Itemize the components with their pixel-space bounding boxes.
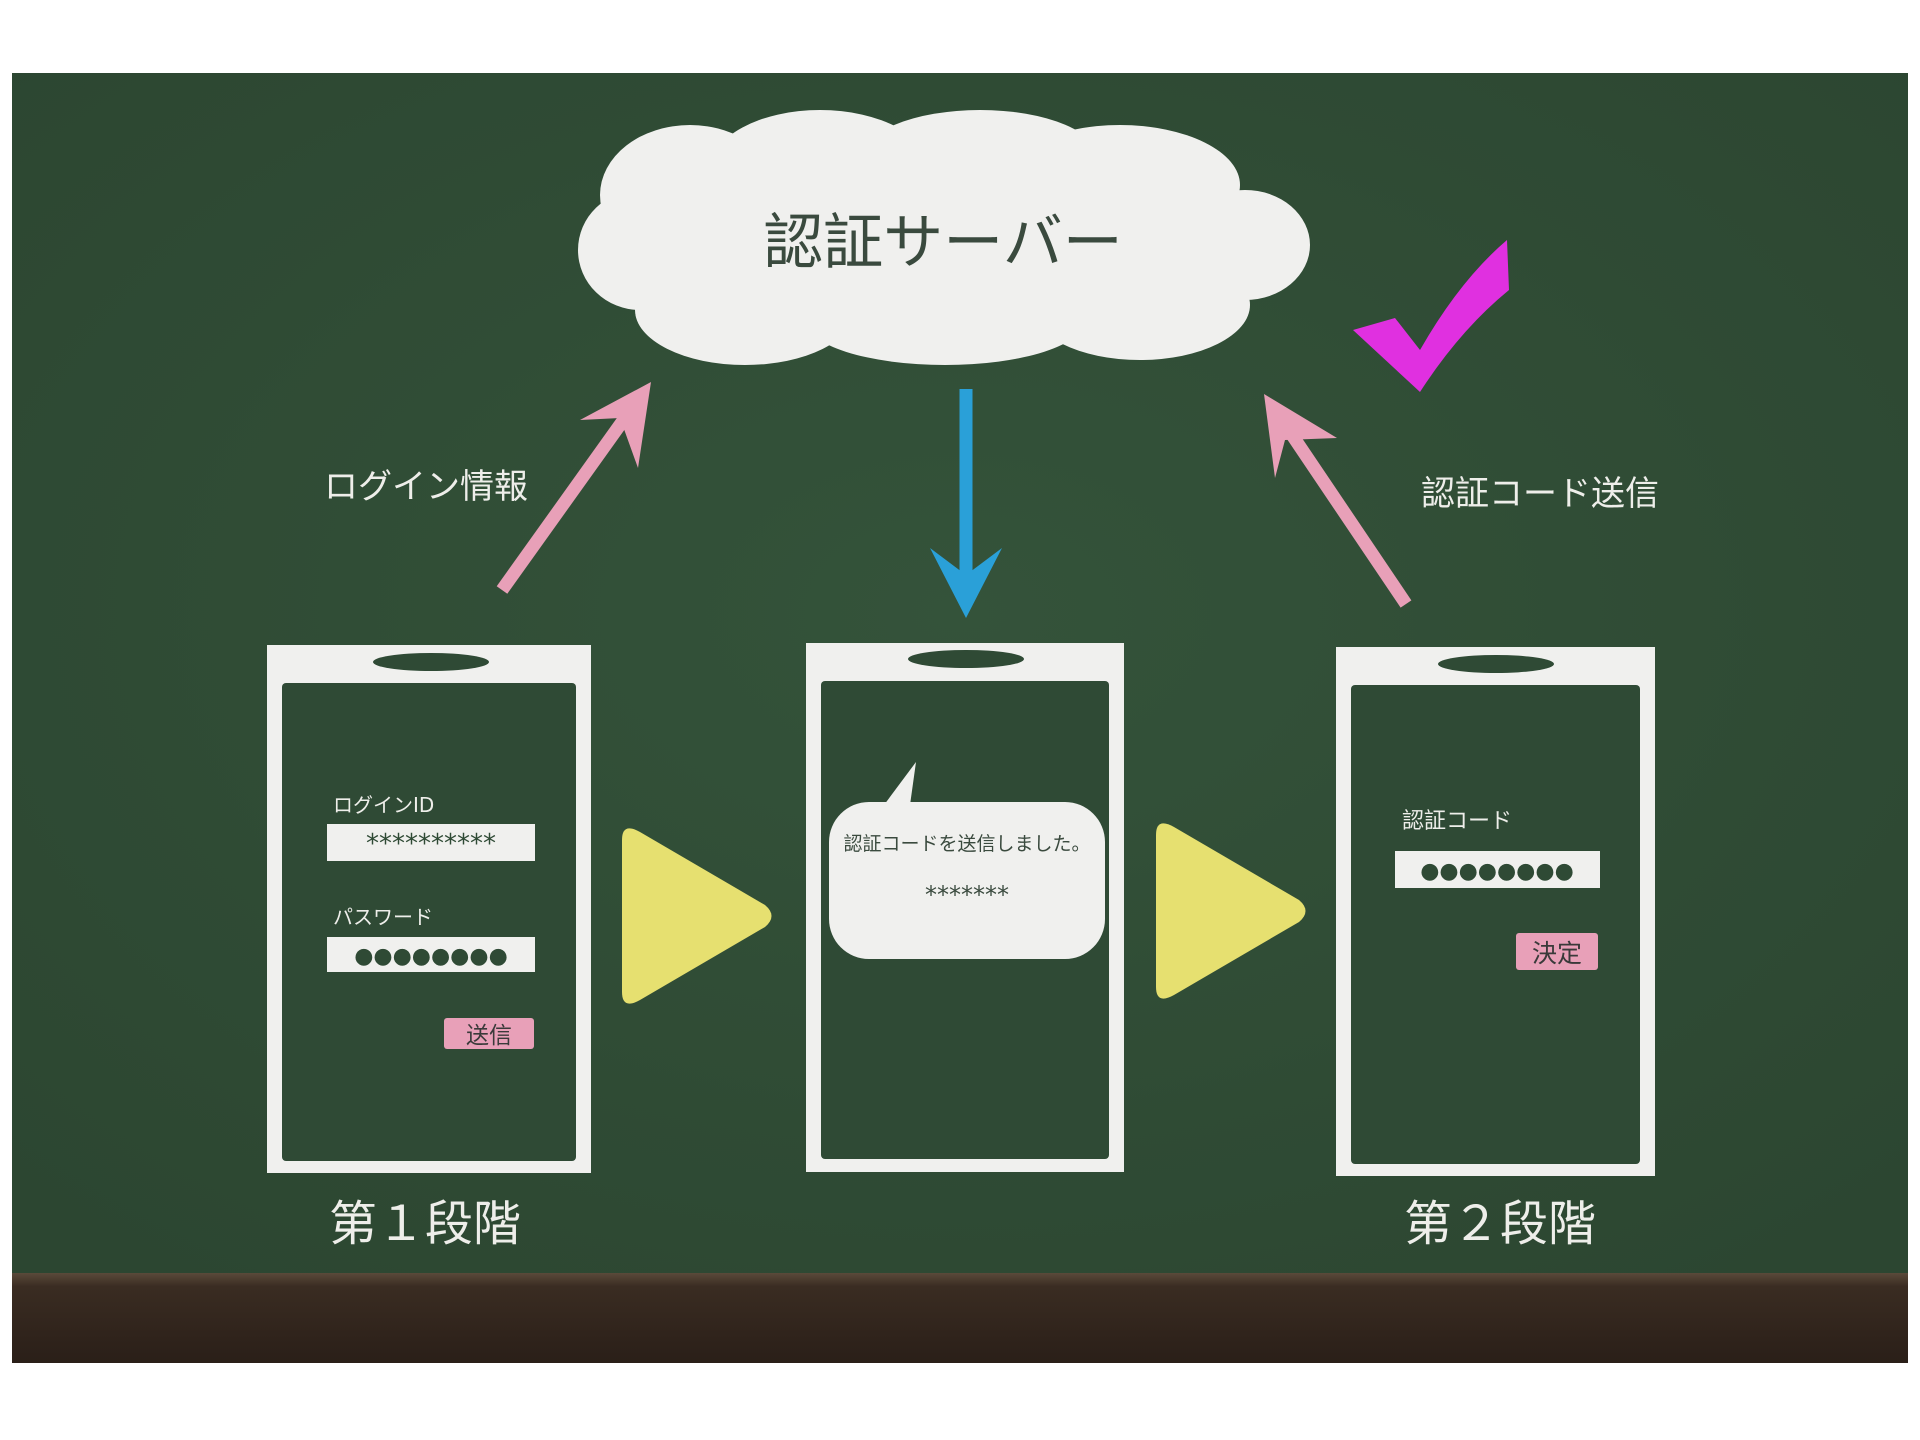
speaker-icon <box>1438 655 1554 673</box>
stage1-label: 第１段階 <box>329 1196 521 1252</box>
confirm-button[interactable] <box>1516 933 1598 970</box>
next-arrow-icon <box>622 828 772 1004</box>
login-id-field[interactable] <box>327 824 535 861</box>
stage2-label: 第２段階 <box>1404 1196 1596 1252</box>
phone-stage1: ログインID ********** パスワード ●●●●●●●● 送信 <box>267 645 591 1173</box>
chalk-ledge <box>12 1273 1908 1363</box>
send-code-label: 認証コード送信 <box>1421 474 1659 514</box>
phone-sms: 認証コードを送信しました。 ******* <box>806 643 1124 1172</box>
password-field[interactable] <box>327 937 535 972</box>
speaker-icon <box>908 650 1024 668</box>
code-field[interactable] <box>1395 851 1600 888</box>
auth-server-cloud: 認証サーバー <box>578 110 1310 365</box>
password-label: パスワード <box>333 905 433 929</box>
arrow-code-to-phone <box>930 389 1002 618</box>
next-arrow-icon <box>1156 823 1306 999</box>
message-text: 認証コードを送信しました。 <box>843 833 1090 855</box>
send-button-label: 送信 <box>466 1023 512 1049</box>
code-label: 認証コード <box>1402 809 1512 834</box>
code-value: ●●●●●●●● <box>1420 859 1574 884</box>
code-text: ******* <box>925 881 1009 909</box>
speaker-icon <box>373 653 489 671</box>
login-info-label: ログイン情報 <box>324 467 528 507</box>
send-button[interactable] <box>444 1018 534 1049</box>
checkmark-icon <box>1353 240 1509 392</box>
password-value: ●●●●●●●● <box>354 944 508 969</box>
confirm-button-label: 決定 <box>1532 939 1582 968</box>
arrow-send-code <box>1264 394 1412 608</box>
message-bubble: 認証コードを送信しました。 ******* <box>829 762 1105 959</box>
phone-stage2: 認証コード ●●●●●●●● 決定 <box>1336 647 1655 1176</box>
login-id-label: ログインID <box>333 793 434 817</box>
server-label: 認証サーバー <box>763 208 1122 278</box>
arrow-login-info <box>496 382 651 594</box>
login-id-value: ********** <box>366 829 496 859</box>
